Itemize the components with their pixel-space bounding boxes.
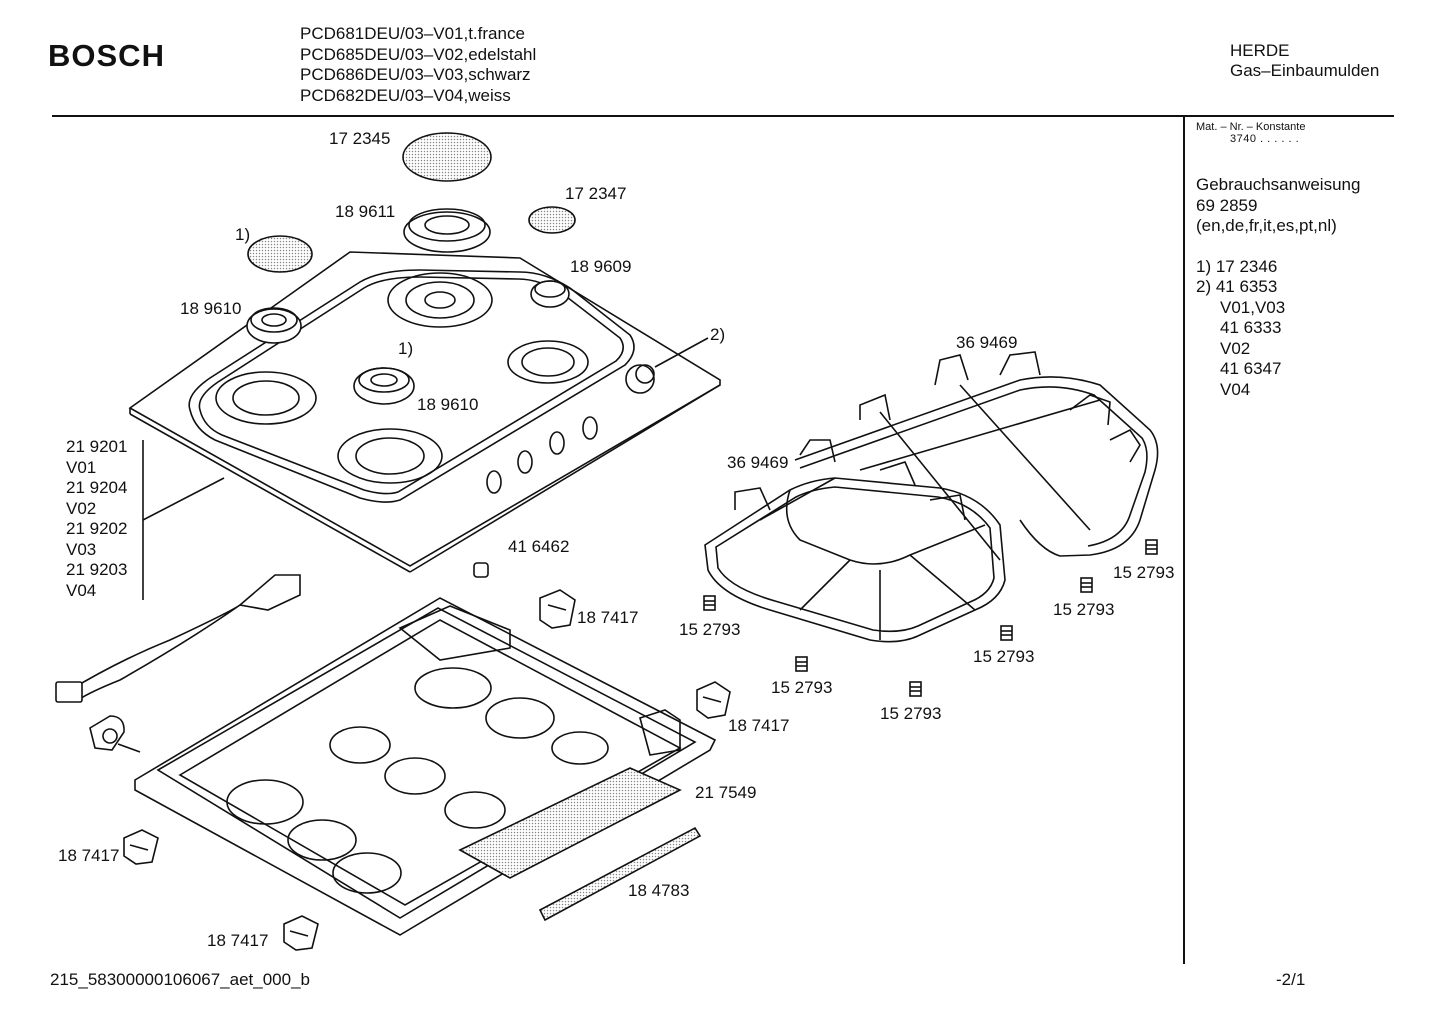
power-cable xyxy=(55,574,301,703)
note-line: 1) 17 2346 xyxy=(1196,256,1278,276)
note-marker: 1) xyxy=(398,339,414,358)
mounting-clip xyxy=(123,829,159,865)
variant-line: V02 xyxy=(66,498,97,518)
manual-block: Gebrauchsanweisung 69 2859 (en,de,fr,it,… xyxy=(1196,175,1360,237)
notes-block: 1) 17 2346 2) 41 6353 V01,V03 41 6333 V0… xyxy=(1196,257,1360,401)
note-line: V02 xyxy=(1220,338,1251,358)
variant-line: 21 9204 xyxy=(66,478,128,497)
part-label: 18 9609 xyxy=(570,257,632,276)
category-line-2: Gas–Einbaumulden xyxy=(1230,61,1380,80)
burner-head-small xyxy=(530,280,570,308)
part-label: 18 9610 xyxy=(180,299,242,318)
rubber-foot xyxy=(703,595,716,611)
side-panel: Mat. – Nr. – Konstante 3740 . . . . . . … xyxy=(1196,121,1360,400)
pan-support-left xyxy=(704,439,1006,643)
model-line: PCD681DEU/03–V01,t.france xyxy=(300,24,525,43)
document-id: 215_58300000106067_aet_000_b xyxy=(50,970,310,989)
mounting-clip xyxy=(696,681,731,719)
part-label: 15 2793 xyxy=(973,647,1035,666)
model-line: PCD686DEU/03–V03,schwarz xyxy=(300,65,531,84)
part-label: 18 7417 xyxy=(728,716,790,735)
model-list: PCD681DEU/03–V01,t.france PCD685DEU/03–V… xyxy=(300,24,536,106)
spacer-part xyxy=(473,562,489,578)
part-label: 17 2347 xyxy=(565,184,627,203)
rubber-foot xyxy=(795,656,808,672)
variant-line: V04 xyxy=(66,580,97,600)
manual-languages: (en,de,fr,it,es,pt,nl) xyxy=(1196,216,1337,235)
cable-clamp xyxy=(89,715,141,753)
category-line-1: HERDE xyxy=(1230,41,1290,60)
burner-cap-large xyxy=(402,132,492,182)
side-divider xyxy=(1183,117,1185,964)
part-label: 21 7549 xyxy=(695,783,757,802)
mat-label: Mat. – Nr. – Konstante xyxy=(1196,121,1306,133)
variant-line: V03 xyxy=(66,539,97,559)
header-divider xyxy=(52,115,1394,117)
part-label: 18 7417 xyxy=(207,931,269,950)
base-tray xyxy=(134,597,717,936)
note-line: V04 xyxy=(1220,379,1251,399)
burner-head-large xyxy=(403,208,491,253)
manual-number: 69 2859 xyxy=(1196,195,1258,215)
part-label: 18 7417 xyxy=(577,608,639,627)
mat-value: 3740 . . . . . . xyxy=(1230,133,1300,145)
part-label: 18 9610 xyxy=(417,395,479,414)
model-line: PCD685DEU/03–V02,edelstahl xyxy=(300,44,537,64)
burner-cap-medium xyxy=(247,235,313,273)
page-number: -2/1 xyxy=(1276,970,1306,989)
rubber-foot xyxy=(909,681,922,697)
burner-cap-small xyxy=(528,206,576,234)
variant-line: 21 9201 xyxy=(66,437,128,456)
model-line: PCD682DEU/03–V04,weiss xyxy=(300,85,511,105)
part-label: 15 2793 xyxy=(679,620,741,639)
note-marker: 1) xyxy=(235,225,251,244)
part-label: 36 9469 xyxy=(727,453,789,472)
manual-title: Gebrauchsanweisung xyxy=(1196,175,1361,194)
part-label: 15 2793 xyxy=(1053,600,1115,619)
part-label: 18 9611 xyxy=(335,202,396,221)
part-label: 15 2793 xyxy=(880,704,942,723)
category: HERDE Gas–Einbaumulden xyxy=(1230,41,1379,81)
note-line: V01,V03 xyxy=(1220,297,1286,317)
burner-head-center xyxy=(353,367,415,405)
note-line: 2) 41 6353 xyxy=(1196,277,1278,296)
note-line: 41 6347 xyxy=(1220,359,1282,378)
variant-line: V01 xyxy=(66,457,97,477)
note-line: 41 6333 xyxy=(1220,318,1282,337)
pan-support-right xyxy=(794,351,1159,561)
rubber-foot xyxy=(1080,577,1093,593)
rubber-foot xyxy=(1145,539,1158,555)
control-knob xyxy=(625,364,655,394)
part-label: 18 7417 xyxy=(58,846,120,865)
bosch-logo: BOSCH xyxy=(48,38,165,73)
note-marker: 2) xyxy=(710,325,726,344)
part-label: 41 6462 xyxy=(508,537,570,556)
ventilation-strip xyxy=(538,826,702,922)
part-label: 18 4783 xyxy=(628,881,690,900)
variant-line: 21 9203 xyxy=(66,560,128,579)
mounting-clip xyxy=(283,915,319,951)
part-label: 15 2793 xyxy=(771,678,833,697)
part-label: 15 2793 xyxy=(1113,563,1175,582)
mounting-clip xyxy=(539,589,576,629)
hob-variant-list: 21 9201 V01 21 9204 V02 21 9202 V03 21 9… xyxy=(66,437,127,601)
part-label: 17 2345 xyxy=(329,129,391,148)
rubber-foot xyxy=(1000,625,1013,641)
variant-line: 21 9202 xyxy=(66,519,128,538)
part-label: 36 9469 xyxy=(956,333,1018,352)
burner-head-left xyxy=(246,307,302,344)
